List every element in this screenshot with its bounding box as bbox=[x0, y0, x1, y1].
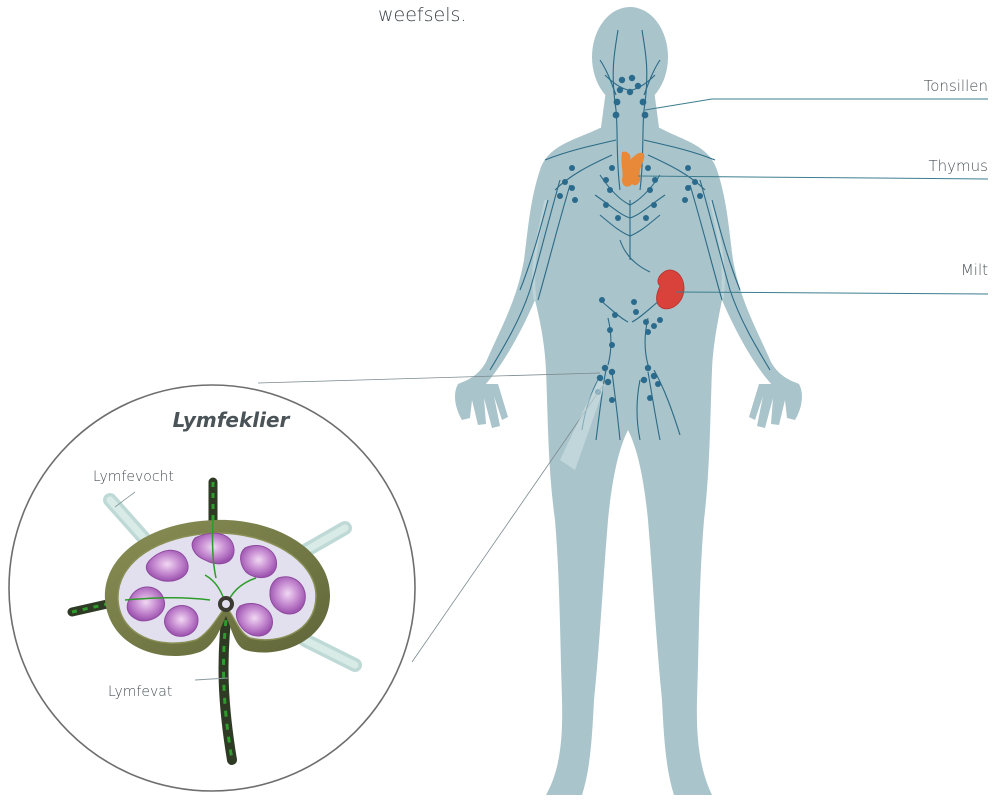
label-milt: Milt bbox=[961, 261, 988, 279]
label-lymfevocht: Lymfevocht bbox=[93, 469, 174, 485]
inset-title: Lymfeklier bbox=[173, 408, 291, 432]
label-tonsillen: Tonsillen bbox=[924, 77, 988, 95]
tonsillen-leader-line bbox=[645, 99, 988, 110]
lymph-node-inset: Lymfeklier bbox=[9, 385, 415, 791]
label-lymfevat: Lymfevat bbox=[108, 684, 172, 700]
human-body-silhouette bbox=[455, 7, 802, 795]
label-thymus: Thymus bbox=[929, 157, 988, 175]
